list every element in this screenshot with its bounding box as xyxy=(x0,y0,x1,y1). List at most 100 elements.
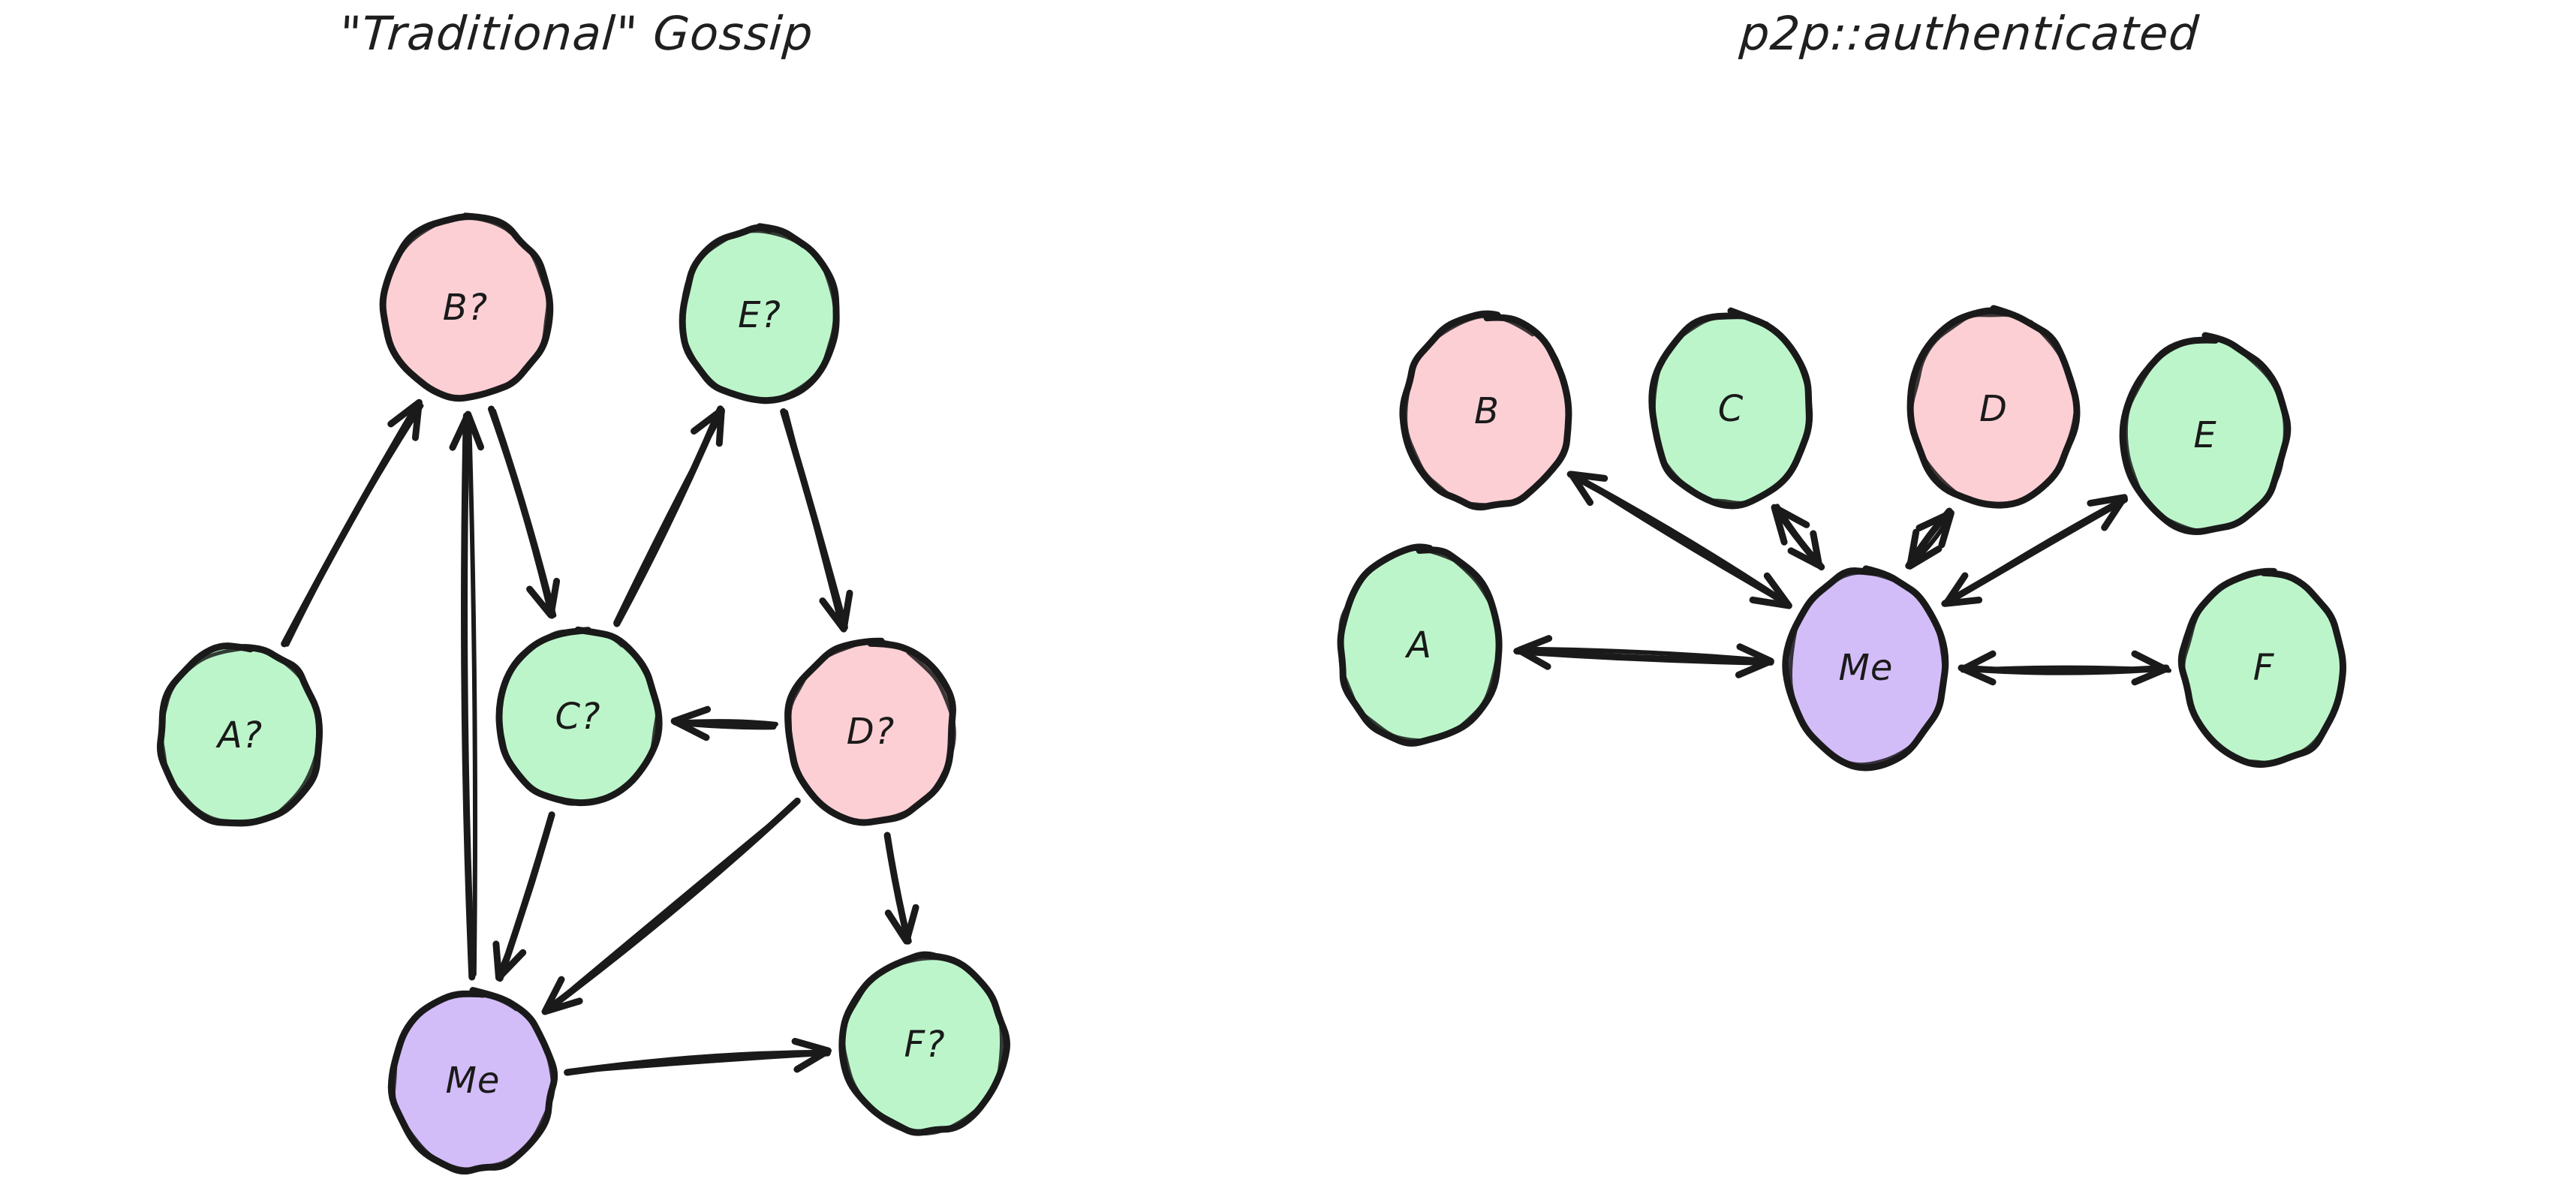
node-a[interactable]: A? xyxy=(156,642,324,827)
node-me[interactable]: Me xyxy=(1782,565,1949,771)
edge-line xyxy=(1513,648,1774,666)
edge-me-to-a xyxy=(1513,635,1774,678)
node-b[interactable]: B xyxy=(1399,310,1572,511)
edge-layer xyxy=(281,399,919,1076)
arrowhead-start xyxy=(1787,530,1823,569)
edge-b-to-c xyxy=(488,405,561,619)
edge-d-to-c xyxy=(670,705,778,741)
edge-me-to-c xyxy=(1771,504,1825,571)
edge-line xyxy=(488,405,555,619)
node-label: C? xyxy=(555,696,601,738)
node-shape-sketch xyxy=(391,992,555,1171)
arrowhead-end xyxy=(492,940,527,982)
node-label: B? xyxy=(443,287,488,329)
node-shape-sketch xyxy=(2181,569,2346,765)
edge-line-sketch xyxy=(284,403,424,647)
node-c[interactable]: C? xyxy=(495,626,663,807)
edge-line-sketch xyxy=(1571,472,1790,607)
node-e[interactable]: E xyxy=(2119,332,2292,535)
node-shape-sketch xyxy=(680,229,837,402)
arrowhead-end xyxy=(670,705,712,741)
node-label: E xyxy=(2193,414,2216,456)
edge-line xyxy=(461,412,476,981)
arrowhead-end xyxy=(387,399,423,441)
edge-line-sketch xyxy=(613,409,725,625)
node-label: A? xyxy=(215,714,263,756)
node-label: Me xyxy=(1839,647,1894,689)
node-a[interactable]: A xyxy=(1337,543,1503,747)
edge-line-sketch xyxy=(492,408,557,618)
node-label: F? xyxy=(904,1024,945,1066)
node-shape-sketch xyxy=(159,645,323,824)
arrowhead-start xyxy=(1906,528,1943,570)
edge-me-to-e xyxy=(1941,494,2129,607)
edge-line-sketch xyxy=(1942,496,2127,607)
arrowhead-end xyxy=(449,411,484,451)
arrowhead-end xyxy=(1771,504,1810,546)
edge-line-sketch xyxy=(467,414,477,977)
node-label: B xyxy=(1474,390,1500,432)
arrowhead-start xyxy=(1960,650,1997,686)
node-b[interactable]: B? xyxy=(379,212,554,402)
node-shape-sketch xyxy=(1909,313,2078,507)
node-label: E? xyxy=(738,294,781,336)
edge-me-to-f xyxy=(564,1038,832,1076)
arrowhead-end xyxy=(1568,471,1608,507)
edge-c-to-me xyxy=(492,811,555,982)
arrowhead-end xyxy=(2087,494,2128,531)
node-label: C xyxy=(1718,388,1744,430)
node-shape-sketch xyxy=(1404,314,1571,507)
edge-line-sketch xyxy=(1517,646,1772,663)
node-shape-sketch xyxy=(2123,336,2287,533)
node-label: D? xyxy=(847,711,895,753)
edge-line-sketch xyxy=(784,410,844,630)
node-shape-sketch xyxy=(380,215,550,401)
edge-d-to-me xyxy=(541,797,801,1015)
node-shape-sketch xyxy=(787,639,956,825)
arrowhead-start xyxy=(1735,643,1774,678)
edge-layer xyxy=(1513,471,2171,686)
node-me[interactable]: Me xyxy=(387,987,558,1175)
arrowhead-end xyxy=(2131,650,2169,686)
edge-me-to-d xyxy=(1905,507,1955,570)
node-label: Me xyxy=(446,1060,501,1102)
node-e[interactable]: E? xyxy=(679,223,840,405)
graph-traditional-gossip: B? E? A? C? D? Me F? xyxy=(156,212,1010,1175)
edge-line-sketch xyxy=(1960,665,2171,673)
node-shape-sketch xyxy=(496,629,660,806)
node-f[interactable]: F xyxy=(2177,567,2347,768)
edge-c-to-e xyxy=(613,405,725,627)
node-d[interactable]: D? xyxy=(784,637,956,826)
arrowhead-end xyxy=(1915,510,1955,549)
arrowhead-end xyxy=(541,976,583,1015)
edge-d-to-f xyxy=(883,832,919,945)
arrowhead-end xyxy=(791,1038,832,1073)
edge-a-to-b xyxy=(281,399,424,648)
edge-me-to-f xyxy=(1958,650,2171,686)
edge-line-sketch xyxy=(565,1051,829,1075)
node-label: A xyxy=(1404,624,1432,666)
edge-line-sketch xyxy=(673,719,778,726)
arrowhead-end xyxy=(691,407,725,447)
arrowhead-end xyxy=(1515,635,1553,670)
node-f[interactable]: F? xyxy=(838,951,1010,1136)
arrowhead-start xyxy=(1749,572,1792,609)
edge-e-to-d xyxy=(780,408,853,633)
node-layer: B C D E A Me F xyxy=(1337,305,2347,771)
arrowhead-end xyxy=(819,589,853,633)
edge-line-sketch xyxy=(495,814,554,979)
node-label: D xyxy=(1979,388,2008,430)
node-d[interactable]: D xyxy=(1906,305,2081,509)
node-shape-sketch xyxy=(1338,546,1502,743)
node-shape-sketch xyxy=(841,956,1004,1136)
arrowhead-end xyxy=(884,904,919,945)
graph-p2p-authenticated: B C D E A Me F xyxy=(1337,305,2347,771)
edge-me-to-b xyxy=(1566,471,1792,609)
node-label: F xyxy=(2253,647,2275,689)
node-shape-sketch xyxy=(1651,315,1813,505)
node-c[interactable]: C xyxy=(1648,307,1813,510)
edge-me-to-b xyxy=(449,411,484,981)
arrowhead-start xyxy=(1943,572,1983,607)
